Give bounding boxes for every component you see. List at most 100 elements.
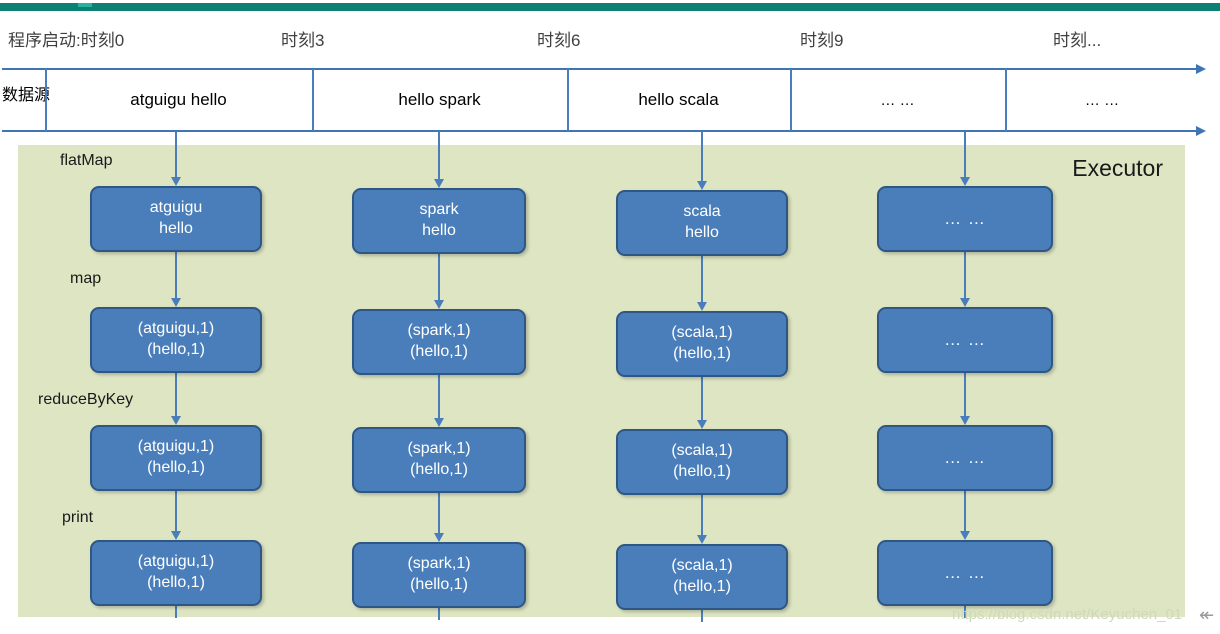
arrow-reducebykey-to-print-c2-head [697,535,707,544]
data-source-row-label: 数据源 [2,87,51,104]
timeline-tick-2: 时刻6 [537,31,581,50]
node-text-line: atguigu [149,199,203,217]
arrow-flatmap-to-map-c1-head [434,300,444,309]
node-text-line: hello [159,220,193,237]
arrow-map-to-reducebykey-c3-line [964,373,966,417]
arrow-source-to-flatmap-c2-head [697,181,707,190]
arrow-print-tail-c3 [964,606,966,618]
arrow-flatmap-to-map-c2-line [701,256,703,303]
arrow-reducebykey-to-print-c3-line [964,491,966,532]
node-map-col1: (atguigu,1) (hello,1) [90,307,262,373]
arrow-map-to-reducebykey-c0-head [171,416,181,425]
node-text-line: spark [419,201,459,219]
data-source-divider-2 [567,69,569,131]
arrow-source-to-flatmap-c3-head [960,177,970,186]
arrow-flatmap-to-map-c0-head [171,298,181,307]
top-accent-bar [0,3,1220,11]
node-flatmap-col1: atguigu hello [90,186,262,252]
node-text-line: (hello,1) [673,345,731,362]
arrow-print-tail-c1 [438,608,440,620]
arrow-flatmap-to-map-c3-line [964,252,966,299]
node-reducebykey-col2: (spark,1) (hello,1) [352,427,526,493]
node-text-line: (hello,1) [147,341,205,358]
arrow-source-to-flatmap-c0-line [175,131,177,178]
node-print-col3: (scala,1) (hello,1) [616,544,788,610]
node-text-line: (hello,1) [147,574,205,591]
arrow-reducebykey-to-print-c1-head [434,533,444,542]
arrow-flatmap-to-map-c2-head [697,302,707,311]
arrow-reducebykey-to-print-c0-line [175,491,177,532]
node-text-line: (scala,1) [671,557,733,575]
node-text-line: (hello,1) [410,343,468,360]
node-text-line: … … [944,447,986,467]
node-text-line: (hello,1) [673,463,731,480]
data-source-divider-1 [312,69,314,131]
arrow-reducebykey-to-print-c0-head [171,531,181,540]
node-text-line: (atguigu,1) [137,320,215,338]
arrow-print-tail-c0 [175,606,177,618]
arrow-print-tail-c2 [701,610,703,622]
node-reducebykey-col4: … … [877,425,1053,491]
stage-label-print: print [62,509,94,526]
node-flatmap-col2: spark hello [352,188,526,254]
arrow-flatmap-to-map-c3-head [960,298,970,307]
node-text-line: hello [422,222,456,239]
data-source-cell-1: hello spark [398,90,481,109]
executor-title-label: Executor [1072,155,1163,181]
node-reducebykey-col1: (atguigu,1) (hello,1) [90,425,262,491]
data-source-divider-0 [45,69,47,131]
arrow-source-to-flatmap-c3-line [964,131,966,178]
data-source-divider-3 [790,69,792,131]
data-source-cell-3: … … [880,91,915,109]
node-text-line: (scala,1) [671,442,733,460]
arrow-map-to-reducebykey-c3-head [960,416,970,425]
node-text-line: (spark,1) [407,440,471,458]
node-map-col3: (scala,1) (hello,1) [616,311,788,377]
arrow-source-to-flatmap-c1-line [438,131,440,180]
top-accent-notch [78,3,92,7]
timeline-tick-3: 时刻9 [800,31,844,50]
node-text-line: … … [944,208,986,228]
node-text-line: (hello,1) [410,576,468,593]
watermark-arrow-icon: ↞ [1199,605,1215,625]
arrow-map-to-reducebykey-c1-line [438,375,440,419]
node-map-col2: (spark,1) (hello,1) [352,309,526,375]
node-flatmap-col4: … … [877,186,1053,252]
arrow-flatmap-to-map-c0-line [175,252,177,299]
arrow-flatmap-to-map-c1-line [438,254,440,301]
data-source-cell-0: atguigu hello [130,90,227,109]
data-source-cell-4: … … [1084,91,1120,109]
arrow-map-to-reducebykey-c2-head [697,420,707,429]
arrow-reducebykey-to-print-c2-line [701,495,703,536]
node-print-col1: (atguigu,1) (hello,1) [90,540,262,606]
stage-label-reducebykey: reduceByKey [38,391,134,408]
arrow-source-to-flatmap-c0-head [171,177,181,186]
node-text-line: (hello,1) [147,459,205,476]
timeline-tick-0: 程序启动:时刻0 [8,31,125,50]
node-text-line: (hello,1) [673,578,731,595]
watermark-text: https://blog.csdn.net/Keyuchen_01 [952,606,1183,623]
node-text-line: (atguigu,1) [137,438,215,456]
timeline-tick-4: 时刻... [1053,31,1102,50]
arrow-map-to-reducebykey-c1-head [434,418,444,427]
arrow-source-to-flatmap-c2-line [701,131,703,182]
arrow-map-to-reducebykey-c0-line [175,373,177,417]
timeline-tick-1: 时刻3 [281,31,325,50]
node-reducebykey-col3: (scala,1) (hello,1) [616,429,788,495]
node-text-line: (atguigu,1) [137,553,215,571]
node-text-line: … … [944,562,986,582]
arrow-reducebykey-to-print-c3-head [960,531,970,540]
node-text-line: hello [685,224,719,241]
node-text-line: (hello,1) [410,461,468,478]
data-source-cell-2: hello scala [638,90,719,109]
node-print-col2: (spark,1)(hello,1) [352,542,526,608]
stage-label-flatmap: flatMap [60,152,113,169]
node-text-line: scala [683,203,721,221]
node-flatmap-col3: scala hello [616,190,788,256]
node-text-line: (scala,1) [671,324,733,342]
node-map-col4: … … [877,307,1053,373]
node-text-line: (spark,1) [407,322,471,340]
node-text-line: … … [944,329,986,349]
node-print-col4: … … [877,540,1053,606]
